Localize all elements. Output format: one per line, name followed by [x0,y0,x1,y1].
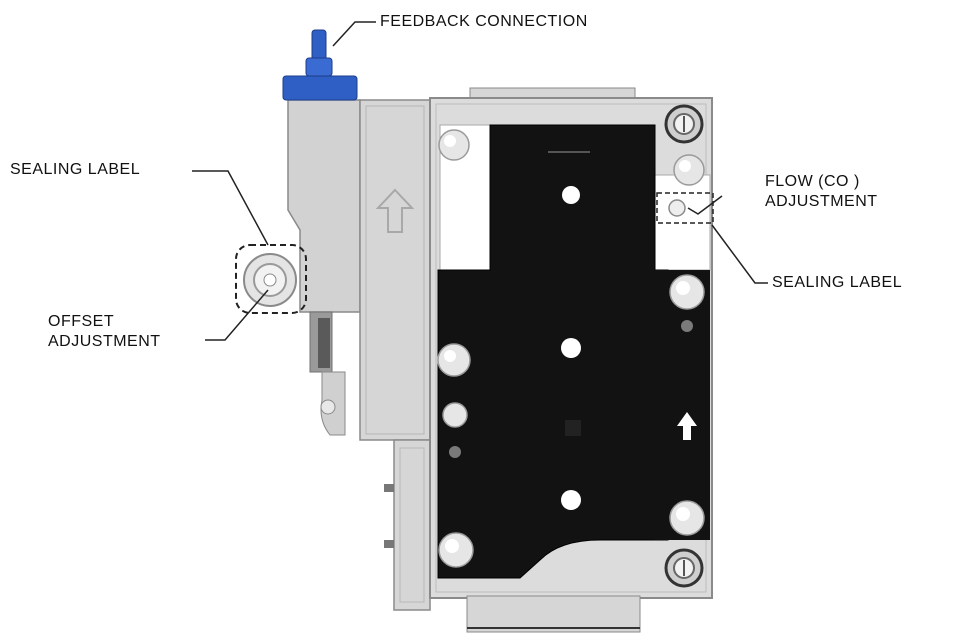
flow-adjustment-line1: FLOW (CO ) [765,173,860,190]
flow-adjustment-screw [668,199,686,217]
feedback-connection-label: FEEDBACK CONNECTION [380,12,588,32]
feedback-connector [282,29,358,101]
sealing-label-right-text: SEALING LABEL [772,274,903,291]
direction-arrow-outline-icon [375,188,415,233]
sealing-label-right-outline [656,192,714,224]
flow-adjustment-line2: ADJUSTMENT [765,193,878,210]
leader-lines [192,21,768,341]
feedback-connection-text: FEEDBACK CONNECTION [380,13,588,30]
corner-bolts [664,104,704,588]
sealing-label-left-text: SEALING LABEL [10,161,141,178]
offset-adjustment-line2: ADJUSTMENT [48,333,161,350]
screws [437,129,705,568]
sealing-label-right: SEALING LABEL [772,273,902,293]
offset-adjustment-line1: OFFSET [48,313,115,330]
actuator-housing [287,99,361,436]
offset-adjustment-knob [243,253,297,307]
lower-extension [384,439,431,611]
offset-adjustment-label: OFFSET ADJUSTMENT [48,312,161,352]
sealing-label-left: SEALING LABEL [10,160,140,180]
flow-adjustment-label: FLOW (CO ) ADJUSTMENT [765,172,878,212]
flow-direction-arrow-icon [677,412,697,440]
plate-holes [449,186,693,510]
sealing-label-left-outline [235,244,307,314]
middle-plate [359,99,431,441]
